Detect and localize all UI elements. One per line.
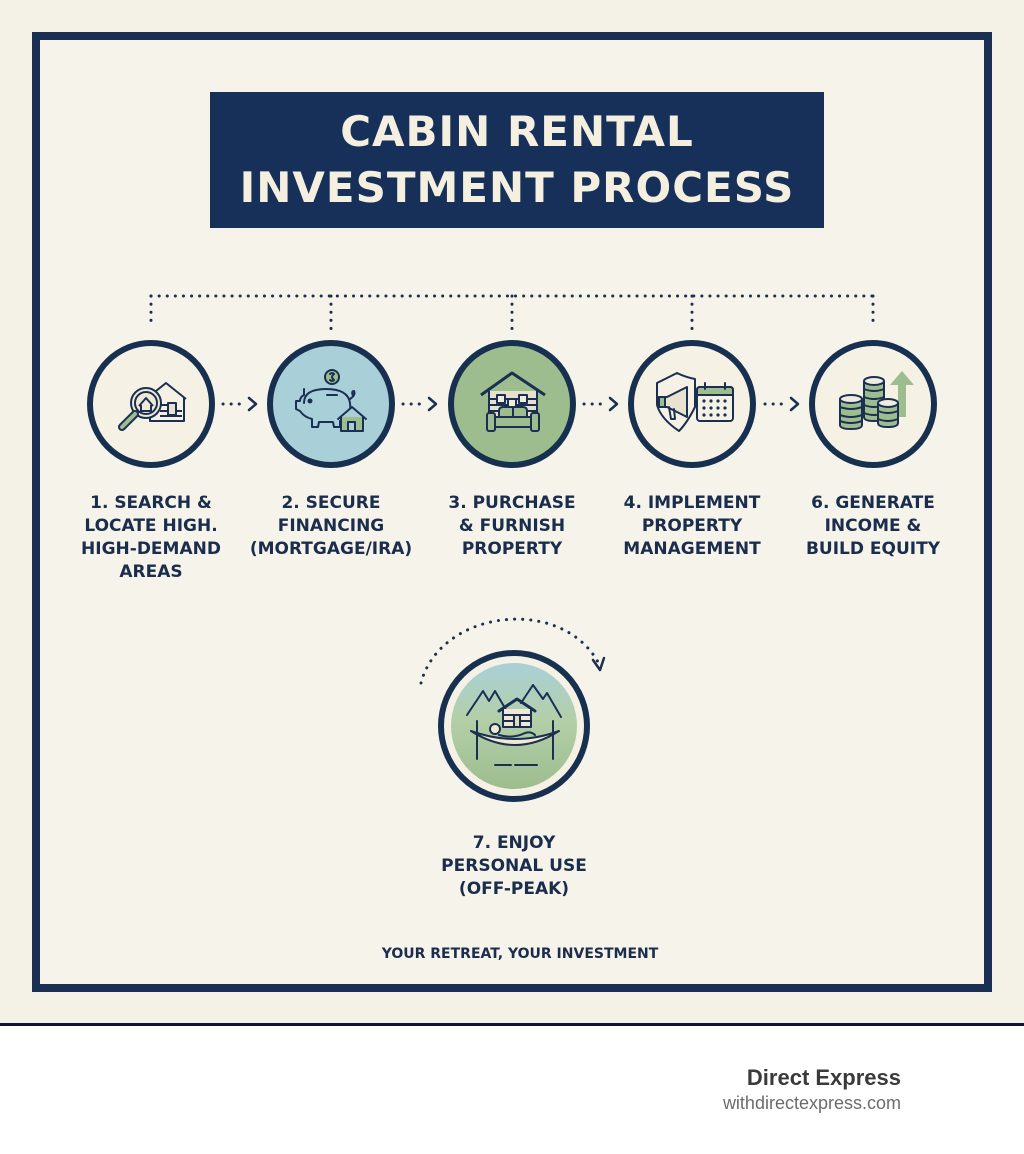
brand-url[interactable]: withdirectexpress.com — [722, 1093, 901, 1113]
brand-name: Direct Express — [746, 1065, 901, 1090]
piggy-bank-house-icon — [295, 369, 367, 432]
step-7-label: 7. ENJOY PERSONAL USE (OFF-PEAK) — [441, 833, 587, 899]
title-line-1: CABIN RENTAL — [340, 107, 694, 156]
step-1-circle — [87, 340, 215, 468]
step-3-label: 3. PURCHASE & FURNISH PROPERTY — [448, 493, 576, 559]
step-2-circle — [267, 340, 395, 468]
shield-megaphone-calendar-icon — [656, 372, 734, 432]
infographic-poster: CABIN RENTAL INVESTMENT PROCESS — [0, 0, 1024, 1024]
cabin-hammock-forest-icon — [466, 684, 562, 766]
step-3-circle — [448, 340, 576, 468]
step-7-circle — [438, 650, 590, 802]
tagline: YOUR RETREAT, YOUR INVESTMENT — [381, 946, 659, 962]
brand-block: Direct Express withdirectexpress.com — [723, 1064, 901, 1114]
step-4-circle — [628, 340, 756, 468]
step-7-inner-disc — [451, 663, 577, 789]
step-2-label: 2. SECURE FINANCING (MORTGAGE/IRA) — [249, 493, 413, 559]
cabin-sofa-icon — [480, 371, 546, 432]
step-6-label: 6. GENERATE INCOME & BUILD EQUITY — [805, 493, 941, 559]
step-6-circle — [809, 340, 937, 468]
step-4-label: 4. IMPLEMENT PROPERTY MANAGEMENT — [623, 493, 761, 559]
step-1-label: 1. SEARCH & LOCATE HIGH. HIGH-DEMAND ARE… — [81, 493, 221, 582]
title-line-2: INVESTMENT PROCESS — [239, 163, 795, 212]
magnifier-house-icon — [118, 382, 187, 431]
title-banner: CABIN RENTAL INVESTMENT PROCESS — [210, 92, 824, 228]
footer-divider — [0, 1023, 1024, 1026]
coin-stacks-arrow-up-icon — [839, 371, 914, 430]
